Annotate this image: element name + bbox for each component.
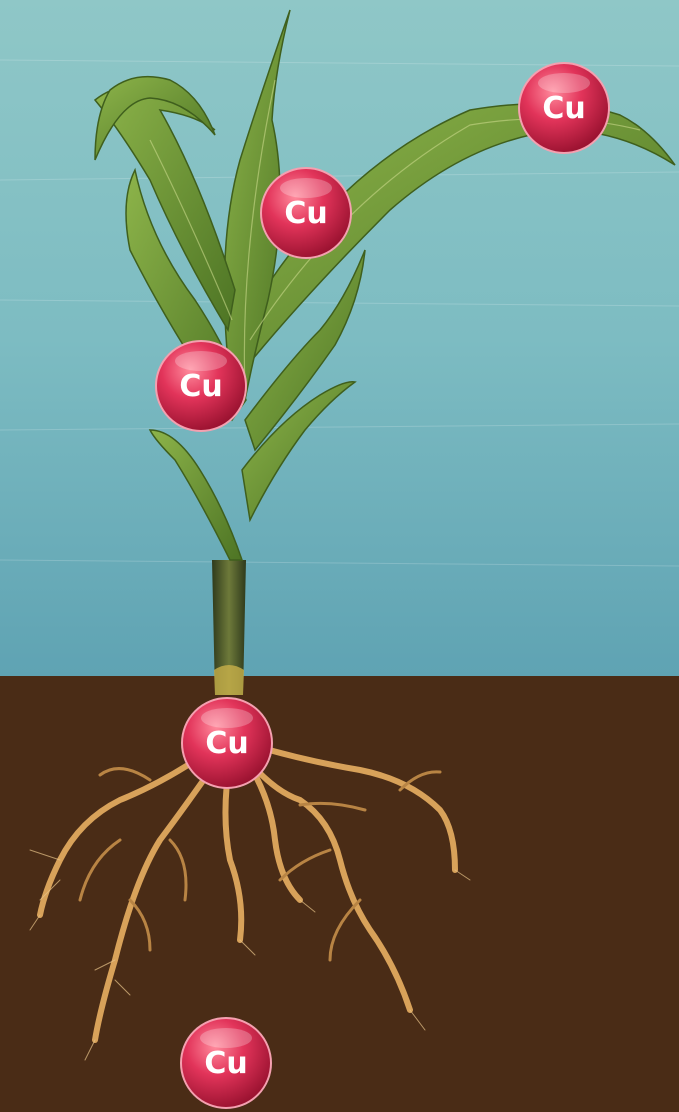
cu-label: Cu <box>284 196 327 231</box>
cu-marker: Cu <box>154 339 248 433</box>
cu-label: Cu <box>205 726 248 761</box>
cu-marker: Cu <box>517 61 611 155</box>
cu-marker: Cu <box>180 696 274 790</box>
soil-background <box>0 676 679 1112</box>
cu-label: Cu <box>204 1046 247 1081</box>
cu-marker: Cu <box>179 1016 273 1110</box>
cu-label: Cu <box>179 369 222 404</box>
cu-marker: Cu <box>259 166 353 260</box>
cu-label: Cu <box>542 91 585 126</box>
